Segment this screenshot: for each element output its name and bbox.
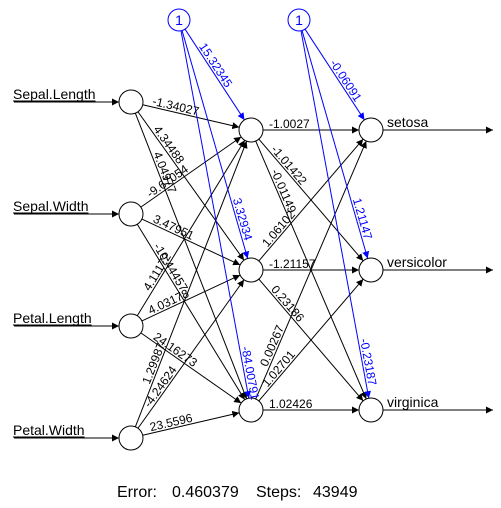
weight-edge (134, 112, 248, 400)
weight-edge (140, 332, 242, 404)
bias-weight-label: 3.32934 (230, 196, 256, 242)
steps-value: 43949 (313, 484, 358, 501)
bias-node-label: 1 (295, 12, 303, 28)
bias-node-label: 1 (175, 12, 183, 28)
error-value: 0.460379 (172, 484, 239, 501)
weight-label: 3.47951 (151, 212, 197, 243)
hidden-node (238, 397, 264, 423)
weight-edge (140, 136, 242, 208)
input-node (118, 89, 144, 115)
bias-edge (301, 30, 370, 259)
weight-edge (141, 274, 241, 322)
weight-edge (136, 139, 246, 317)
weight-label: 0.23186 (268, 283, 307, 325)
bias-node (287, 8, 311, 32)
training-summary: Error: 0.460379 Steps: 43949 (117, 484, 358, 501)
bias-edge (300, 30, 371, 399)
weight-label: -1.21157 (269, 257, 316, 271)
weight-edge (142, 410, 240, 436)
output-label: versicolor (387, 254, 447, 270)
bias-edge (181, 30, 250, 259)
bias-edge (180, 30, 251, 399)
input-label: Petal.Length (13, 310, 92, 326)
output-node (358, 117, 384, 143)
output-node (358, 257, 384, 283)
output-label: virginica (387, 394, 439, 410)
input-node (118, 425, 144, 451)
output-node (358, 397, 384, 423)
weight-label: 1.02426 (269, 397, 313, 411)
weight-edge (258, 138, 364, 262)
weight-edge (142, 104, 240, 130)
bias-weight-label: -0.06091 (327, 57, 365, 105)
weight-label: -1.0027 (269, 117, 310, 131)
bias-weight-label: 15.32345 (196, 40, 235, 90)
bias-edges (180, 28, 371, 399)
hidden-node (238, 257, 264, 283)
input-node (118, 201, 144, 227)
input-label: Sepal.Width (13, 198, 88, 214)
input-label: Sepal.Length (13, 86, 96, 102)
hidden-node (238, 117, 264, 143)
weight-edge (137, 111, 245, 261)
weight-edge (255, 140, 367, 400)
steps-label: Steps: (256, 484, 301, 501)
weight-label: 23.5596 (148, 411, 194, 435)
input-label: Petal.Width (13, 422, 85, 438)
bias-weight-label: -84.00791 (238, 345, 262, 401)
weight-edge (258, 278, 364, 402)
weight-labels: Sepal.LengthSepal.WidthPetal.LengthPetal… (13, 40, 447, 438)
weight-edge (137, 279, 245, 429)
input-node (118, 313, 144, 339)
error-label: Error: (117, 484, 157, 501)
bias-edge (304, 28, 365, 121)
bias-node (167, 8, 191, 32)
weight-edge (141, 218, 241, 266)
weight-label: 1.06102 (259, 207, 298, 249)
bias-weight-label: 1.21147 (350, 196, 375, 241)
weight-edges (14, 98, 493, 442)
weight-edge (136, 223, 246, 401)
bias-edge (184, 28, 245, 121)
output-label: setosa (387, 114, 428, 130)
bias-weight-label: -0.23187 (357, 337, 379, 386)
